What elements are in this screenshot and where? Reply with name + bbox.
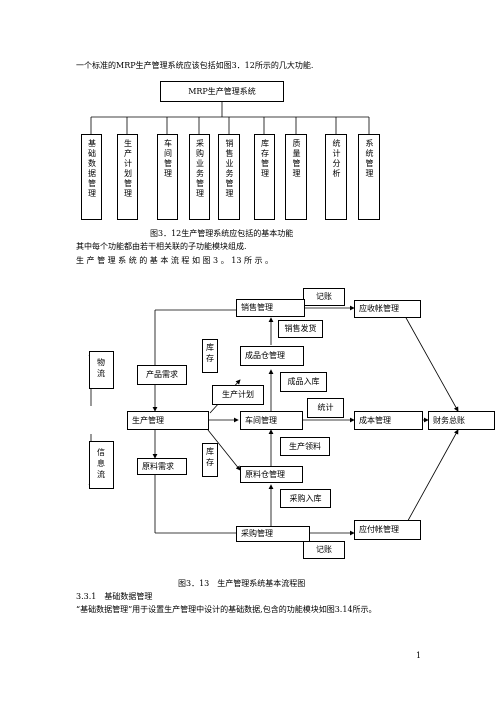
- module-statistics: 统计分析: [325, 134, 347, 220]
- module-production-planning: 生产计划管理: [117, 134, 138, 220]
- module-system: 系统管理: [358, 134, 380, 220]
- section-heading: 3.3.1 基础数据管理: [76, 592, 153, 601]
- sales-delivery: 销售发货: [278, 320, 323, 338]
- fig13-caption: 图3．13 生产管理系统基本流程图: [178, 579, 306, 588]
- inventory-label-bottom: 库存: [206, 447, 214, 467]
- logistics-box: [89, 351, 114, 389]
- paragraph-3: “基础数据管理”用于设置生产管理中设计的基础数据,包含的功能模块如图3.14所示…: [76, 605, 377, 614]
- ar-management: 应收帐管理: [354, 300, 421, 318]
- material-demand: 原料需求: [137, 458, 187, 475]
- mrp-root-box: MRP生产管理系统: [160, 81, 284, 102]
- paragraph-2: 生 产 管 理 系 统 的 基 本 流 程 如 图 3 。 13 所 示 。: [76, 256, 274, 265]
- fig12-caption: 图3．12生产管理系统应包括的基本功能: [150, 229, 294, 238]
- general-ledger: 财务总账: [428, 411, 495, 430]
- bookkeeping-bottom: 记账: [303, 541, 345, 559]
- module-quality: 质量管理: [285, 134, 307, 220]
- production-management: 生产管理: [127, 411, 209, 430]
- inventory-label-top: 库存: [206, 343, 214, 363]
- module-inventory: 库存管理: [254, 134, 275, 220]
- finished-goods-inbound: 成品入库: [280, 372, 327, 392]
- module-sales: 销售业务管理: [218, 134, 240, 220]
- raw-material-warehouse: 原料仓管理: [240, 466, 303, 483]
- workshop-management: 车间管理: [240, 411, 303, 430]
- inventory-box-top: [202, 339, 218, 373]
- production-material-pick: 生产领料: [280, 437, 330, 456]
- page-number: 1: [416, 651, 422, 660]
- production-plan: 生产计划: [212, 385, 264, 405]
- purchasing-management: 采购管理: [236, 526, 310, 542]
- info-flow-label: 信息流: [97, 448, 105, 479]
- module-purchasing: 采购业务管理: [189, 134, 210, 220]
- intro-text: 一个标准的MRP生产管理系统应该包括如图3．12所示的几大功能.: [76, 61, 314, 70]
- product-demand: 产品需求: [137, 365, 187, 385]
- inventory-box-bottom: [202, 443, 218, 477]
- logistics-label: 物流: [97, 358, 105, 378]
- ap-management: 应付帐管理: [354, 520, 421, 540]
- cost-management: 成本管理: [354, 411, 423, 430]
- purchase-inbound: 采购入库: [280, 489, 331, 508]
- module-workshop: 车间管理: [157, 134, 178, 220]
- sales-management: 销售管理: [236, 299, 305, 317]
- info-flow-box: [89, 441, 114, 489]
- module-basic-data: 基础数据管理: [81, 134, 102, 220]
- finished-goods-warehouse: 成品仓管理: [240, 346, 304, 366]
- statistics: 统计: [307, 398, 344, 418]
- bookkeeping-top: 记账: [303, 288, 345, 306]
- paragraph-1: 其中每个功能都由若干相关联的子功能模块组成.: [76, 242, 247, 251]
